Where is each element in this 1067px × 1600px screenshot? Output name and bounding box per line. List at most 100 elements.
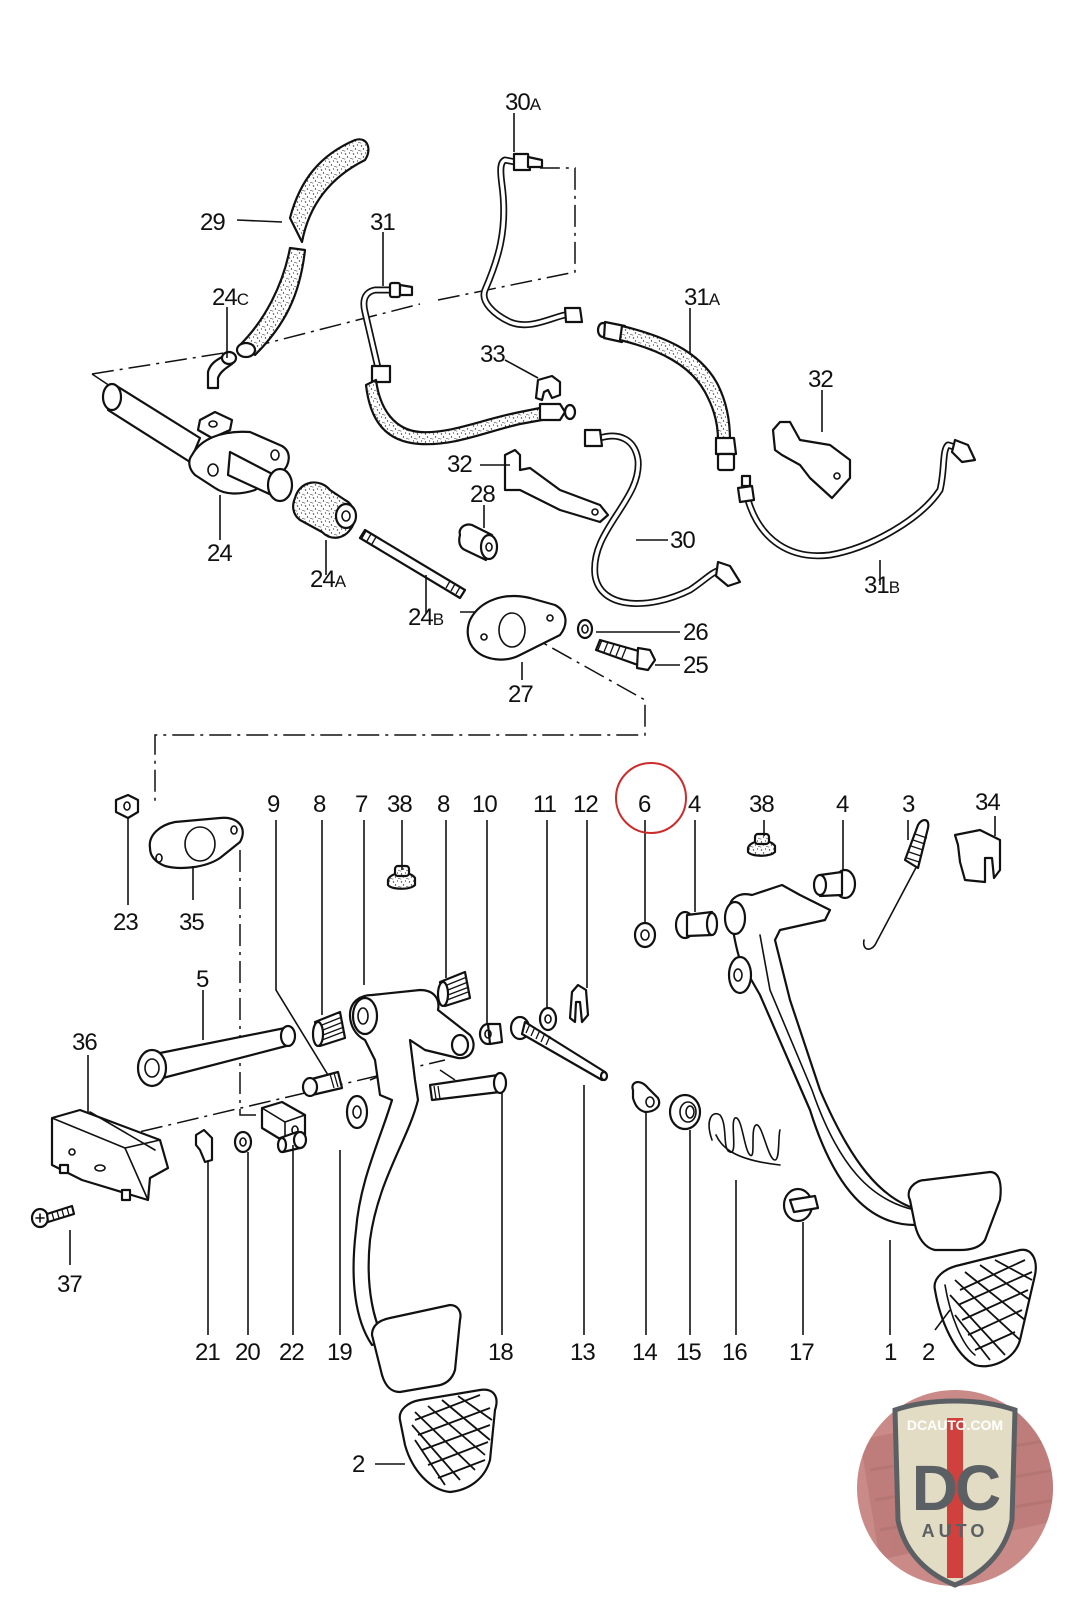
callout-7[interactable]: 7	[355, 791, 369, 818]
part-13-threaded-rod	[509, 1015, 609, 1082]
callout-31[interactable]: 31	[370, 209, 396, 236]
callout-19[interactable]: 19	[327, 1339, 353, 1366]
part-33-clip	[534, 374, 562, 402]
callout-24a[interactable]: 24A	[310, 566, 348, 593]
callout-29[interactable]: 29	[200, 209, 226, 236]
part-24c-elbow-fitting	[206, 350, 238, 390]
part-6-washer[interactable]	[633, 921, 657, 949]
part-34-pedal-clip	[953, 828, 1002, 884]
logo-dc-letters: DC	[912, 1452, 1000, 1524]
callout-31b[interactable]: 31B	[864, 572, 901, 599]
part-31a-flex-hose	[596, 320, 738, 472]
part-31-flex-hose	[364, 378, 544, 446]
callout-24b[interactable]: 24B	[408, 604, 445, 631]
assembly-line-mid	[154, 611, 646, 805]
callout-2-left[interactable]: 2	[352, 1451, 366, 1478]
callout-37[interactable]: 37	[57, 1271, 83, 1298]
part-4-bushing-left	[674, 910, 719, 940]
part-14-wing-nut	[631, 1081, 661, 1114]
callout-1[interactable]: 1	[884, 1339, 898, 1366]
part-31-brake-pipe	[360, 281, 414, 384]
part-29-reservoir-hose	[235, 138, 370, 359]
callout-18[interactable]: 18	[488, 1339, 514, 1366]
part-15-spring-seat	[668, 1093, 702, 1131]
assembly-line-upper	[91, 167, 576, 375]
part-2-pedal-pad-left	[398, 1388, 498, 1494]
callout-6[interactable]: 6	[638, 791, 652, 818]
part-36-switch	[50, 1108, 170, 1202]
callout-5[interactable]: 5	[196, 966, 210, 993]
part-27-mounting-plate	[466, 594, 567, 661]
callout-24c[interactable]: 24C	[212, 284, 250, 311]
part-2-pedal-pad-right	[933, 1248, 1037, 1368]
part-8-needle-bearing-right	[436, 970, 472, 1008]
callout-38-right[interactable]: 38	[749, 791, 775, 818]
part-5-pivot-shaft	[136, 1024, 297, 1088]
assembly-line-bracket	[104, 1059, 446, 1141]
part-1-brake-pedal	[723, 883, 1002, 1252]
part-8-needle-bearing-left	[311, 1010, 347, 1048]
part-10-bush	[478, 1022, 504, 1046]
callout-35[interactable]: 35	[179, 909, 205, 936]
part-9-pin	[301, 1070, 344, 1098]
callout-17[interactable]: 17	[789, 1339, 815, 1366]
callout-21[interactable]: 21	[195, 1339, 221, 1366]
part-7-clutch-pedal	[345, 988, 475, 1394]
callout-8-left[interactable]: 8	[313, 791, 327, 818]
part-16-compression-spring	[708, 1113, 781, 1166]
part-30-brake-pipe	[583, 428, 742, 607]
logo-site-text: DCAUTO.COM	[907, 1417, 1003, 1433]
callout-25[interactable]: 25	[683, 652, 709, 679]
callout-16[interactable]: 16	[722, 1339, 748, 1366]
part-20-washer	[233, 1130, 253, 1154]
callout-9[interactable]: 9	[267, 791, 281, 818]
part-38-rubber-stop-right	[746, 832, 777, 857]
dcauto-logo-badge[interactable]: DCAUTO.COM DC AUTO	[857, 1390, 1060, 1588]
part-11-washer	[538, 1006, 558, 1032]
callout-15[interactable]: 15	[676, 1339, 702, 1366]
callout-36[interactable]: 36	[72, 1029, 98, 1056]
callout-34[interactable]: 34	[975, 789, 1001, 816]
callout-32-center[interactable]: 32	[447, 451, 473, 478]
part-37-screw	[30, 1204, 76, 1229]
callout-2-right[interactable]: 2	[922, 1339, 936, 1366]
callout-24[interactable]: 24	[207, 540, 233, 567]
callout-30a[interactable]: 30A	[505, 89, 543, 116]
part-17-cap	[782, 1187, 820, 1223]
callout-12[interactable]: 12	[573, 791, 599, 818]
callout-26[interactable]: 26	[683, 619, 709, 646]
callout-14[interactable]: 14	[632, 1339, 658, 1366]
callout-33[interactable]: 33	[480, 341, 506, 368]
callout-3[interactable]: 3	[902, 791, 916, 818]
logo-stripe	[947, 1418, 963, 1578]
callout-23[interactable]: 23	[113, 909, 139, 936]
part-18-bolt	[428, 1071, 508, 1102]
callout-20[interactable]: 20	[235, 1339, 261, 1366]
callout-30[interactable]: 30	[670, 527, 696, 554]
callout-27[interactable]: 27	[508, 681, 534, 708]
part-30a-brake-pipe	[480, 152, 584, 329]
callout-22[interactable]: 22	[279, 1339, 305, 1366]
callout-31a[interactable]: 31A	[684, 284, 722, 311]
part-31-hose-fitting	[538, 402, 567, 422]
callout-labels: 30A 29 31 24C 31A 33 32 32 28 30 24 24A …	[57, 89, 1001, 1478]
callout-4-left[interactable]: 4	[688, 791, 702, 818]
callout-11[interactable]: 11	[533, 791, 558, 818]
callout-13[interactable]: 13	[570, 1339, 596, 1366]
callout-8-right[interactable]: 8	[437, 791, 451, 818]
callout-4-right[interactable]: 4	[836, 791, 850, 818]
part-23-nut	[114, 793, 140, 820]
callout-10[interactable]: 10	[472, 791, 498, 818]
part-28-bushing	[458, 523, 499, 562]
callout-38-left[interactable]: 38	[387, 791, 413, 818]
callout-28[interactable]: 28	[470, 481, 496, 508]
part-4-bushing-right	[812, 868, 857, 900]
part-24a-dust-boot	[292, 481, 358, 539]
assembly-line-cylinder	[91, 373, 111, 387]
callout-32-right[interactable]: 32	[808, 366, 834, 393]
part-24-master-cylinder	[101, 382, 294, 503]
assembly-line-lower	[239, 850, 265, 1116]
part-31-hose-port	[563, 403, 577, 421]
part-21-clip	[194, 1128, 214, 1164]
